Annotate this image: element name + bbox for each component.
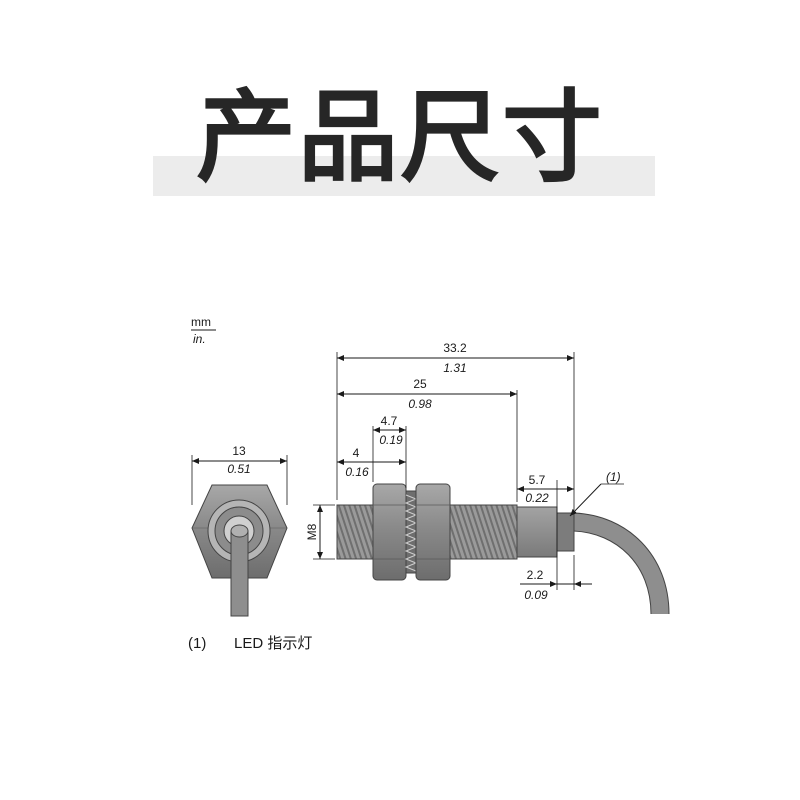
thread-length-in: 0.98 bbox=[408, 397, 432, 411]
end-view: 13 0.51 bbox=[191, 444, 288, 617]
thread-size-label: M8 bbox=[305, 523, 319, 540]
side-view bbox=[336, 483, 670, 615]
overall-length-in: 1.31 bbox=[443, 361, 466, 375]
overall-length-mm: 33.2 bbox=[443, 341, 467, 355]
hex-nut-rear bbox=[415, 483, 451, 581]
hex-width-mm: 13 bbox=[232, 444, 246, 458]
extension-lines bbox=[313, 352, 575, 590]
nut-width-mm: 4.7 bbox=[381, 414, 398, 428]
cable-end-view bbox=[230, 530, 249, 617]
title-band bbox=[153, 156, 655, 196]
led-callout-leader bbox=[569, 483, 602, 517]
front-offset-mm: 4 bbox=[353, 446, 360, 460]
cable-side-view bbox=[573, 513, 669, 615]
front-offset-in: 0.16 bbox=[345, 465, 369, 479]
thread-length-mm: 25 bbox=[413, 377, 427, 391]
legend-marker: (1) bbox=[188, 635, 207, 652]
nut-width-in: 0.19 bbox=[379, 433, 403, 447]
led-cap bbox=[556, 512, 575, 552]
hex-width-in: 0.51 bbox=[227, 462, 250, 476]
hex-nut-front bbox=[372, 483, 407, 581]
unit-inch-label: in. bbox=[193, 332, 206, 346]
page-title: 产品尺寸 bbox=[196, 79, 604, 196]
legend-note: (1) LED 指示灯 bbox=[188, 632, 312, 653]
smooth-body bbox=[516, 506, 558, 558]
body-tail-mm: 5.7 bbox=[529, 473, 546, 487]
led-cap-in: 0.09 bbox=[524, 588, 548, 602]
legend-text: LED 指示灯 bbox=[234, 635, 313, 652]
unit-mm-label: mm bbox=[191, 315, 211, 329]
led-cap-mm: 2.2 bbox=[527, 568, 544, 582]
led-callout-marker: (1) bbox=[606, 470, 621, 484]
body-tail-in: 0.22 bbox=[525, 491, 549, 505]
